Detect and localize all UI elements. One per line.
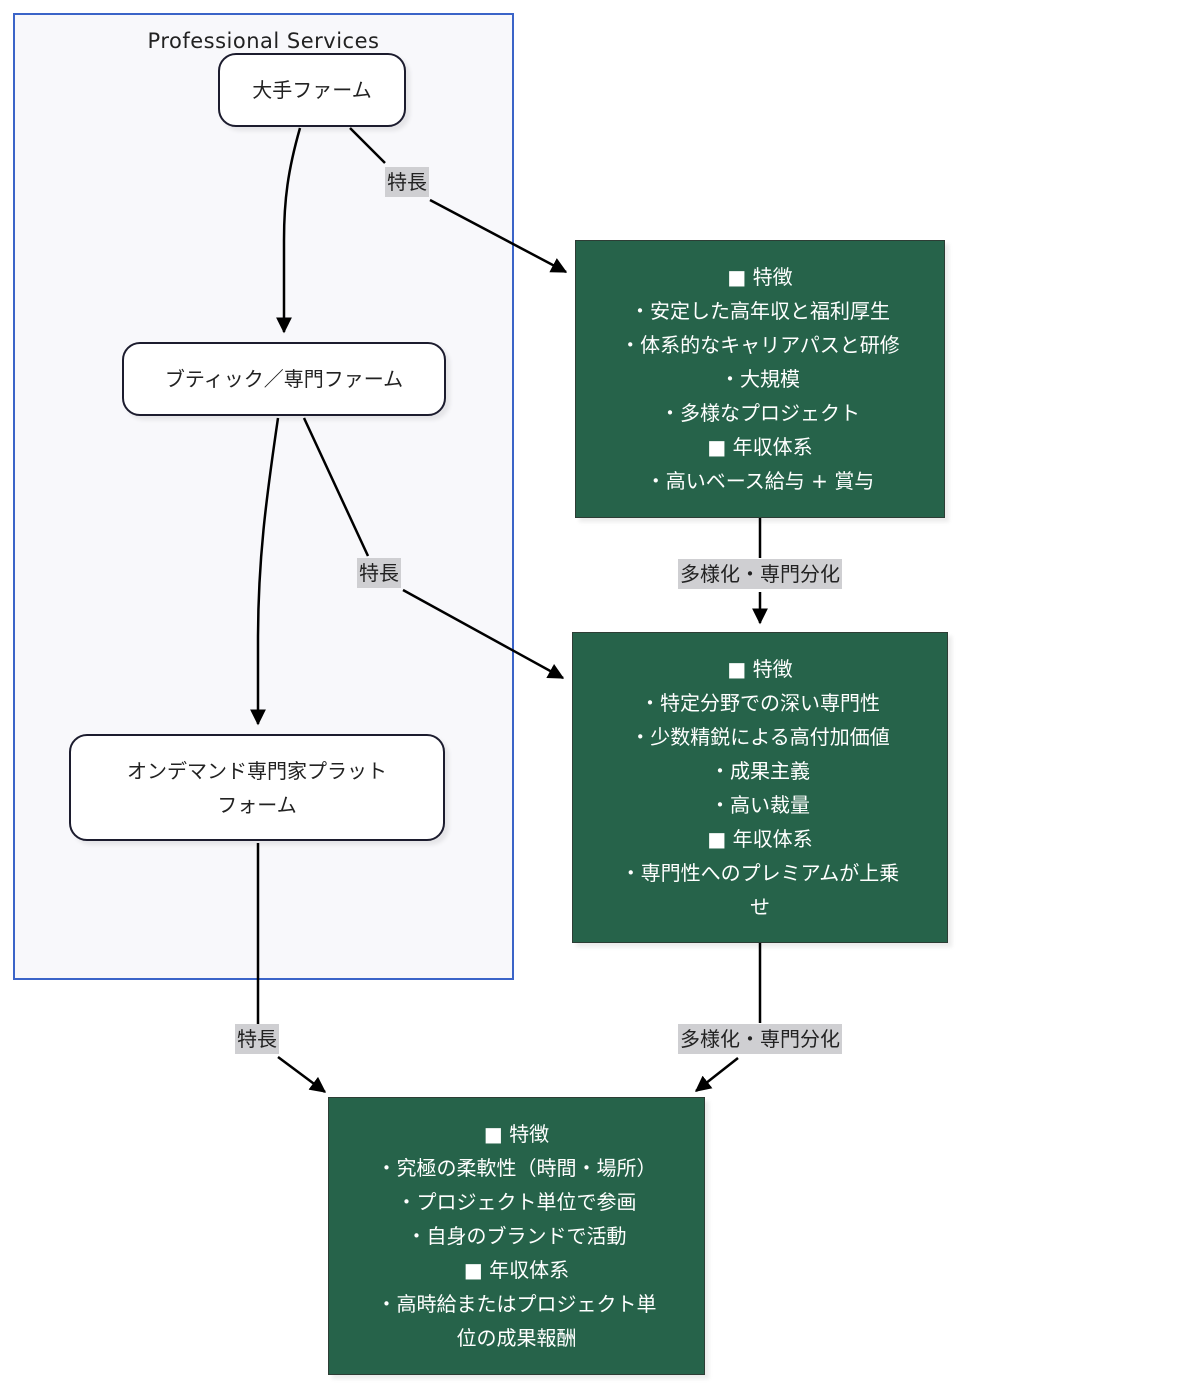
feature-line: 位の成果報酬 <box>456 1326 577 1350</box>
edge-label-feature-2: 特長 <box>357 558 401 588</box>
feature-line: ・究極の柔軟性（時間・場所） <box>376 1156 657 1180</box>
feature-line: ・大規模 <box>720 367 800 391</box>
edge-large-to-boutique <box>276 127 302 334</box>
node-large-firm-label: 大手ファーム <box>252 78 372 102</box>
feature-line: ・少数精鋭による高付加価値 <box>630 724 890 749</box>
edge-features2-to-features3 <box>696 943 762 1091</box>
node-platform-label-line-1: オンデマンド専門家プラット <box>127 758 387 783</box>
feature-line: ・安定した高年収と福利厚生 <box>630 299 890 323</box>
edge-boutique-to-platform <box>250 417 280 726</box>
feature-line: ■ 特徴 <box>727 265 793 289</box>
edge-large-to-features <box>349 127 566 272</box>
feature-line: ・高い裁量 <box>710 792 810 817</box>
features-box-boutique-firm: ■ 特徴 ・特定分野での深い専門性 ・少数精鋭による高付加価値 ・成果主義 ・高… <box>572 632 948 943</box>
edge-label-diversify-1: 多様化・専門分化 <box>678 559 842 589</box>
feature-line: ・特定分野での深い専門性 <box>640 690 880 715</box>
feature-line: ・専門性へのプレミアムが上乗 <box>620 860 900 885</box>
feature-line: ・成果主義 <box>710 758 810 783</box>
feature-line: せ <box>750 894 770 919</box>
edge-platform-to-features <box>256 843 325 1092</box>
features-box-large-firm: ■ 特徴 ・安定した高年収と福利厚生 ・体系的なキャリアパスと研修 ・大規模 ・… <box>575 240 945 518</box>
features-box-platform: ■ 特徴 ・究極の柔軟性（時間・場所） ・プロジェクト単位で参画 ・自身のブラン… <box>328 1097 705 1375</box>
feature-line: ■ 年収体系 <box>463 1258 570 1282</box>
feature-line: ・プロジェクト単位で参画 <box>396 1190 637 1214</box>
feature-line: ・高時給またはプロジェクト単 <box>376 1292 657 1316</box>
feature-line: ■ 特徴 <box>727 656 793 681</box>
edge-boutique-to-features <box>302 417 563 678</box>
node-platform-label-line-2: フォーム <box>217 792 297 817</box>
node-platform: オンデマンド専門家プラット フォーム <box>69 734 445 841</box>
feature-line: ・自身のブランドで活動 <box>406 1224 627 1248</box>
cluster-title: Professional Services <box>147 29 380 53</box>
feature-line: ■ 年収体系 <box>707 435 813 459</box>
edge-label-feature-3: 特長 <box>235 1024 279 1054</box>
edge-label-diversify-2: 多様化・専門分化 <box>678 1024 842 1054</box>
node-boutique-firm-label: ブティック／専門ファーム <box>164 367 404 391</box>
node-boutique-firm: ブティック／専門ファーム <box>122 342 446 416</box>
edge-label-feature-1: 特長 <box>385 167 429 197</box>
feature-line: ■ 特徴 <box>483 1122 550 1146</box>
feature-line: ■ 年収体系 <box>707 826 813 851</box>
feature-line: ・高いベース給与 + 賞与 <box>645 469 875 493</box>
feature-line: ・体系的なキャリアパスと研修 <box>620 333 900 357</box>
feature-line: ・多様なプロジェクト <box>660 401 860 425</box>
node-large-firm: 大手ファーム <box>218 53 406 127</box>
